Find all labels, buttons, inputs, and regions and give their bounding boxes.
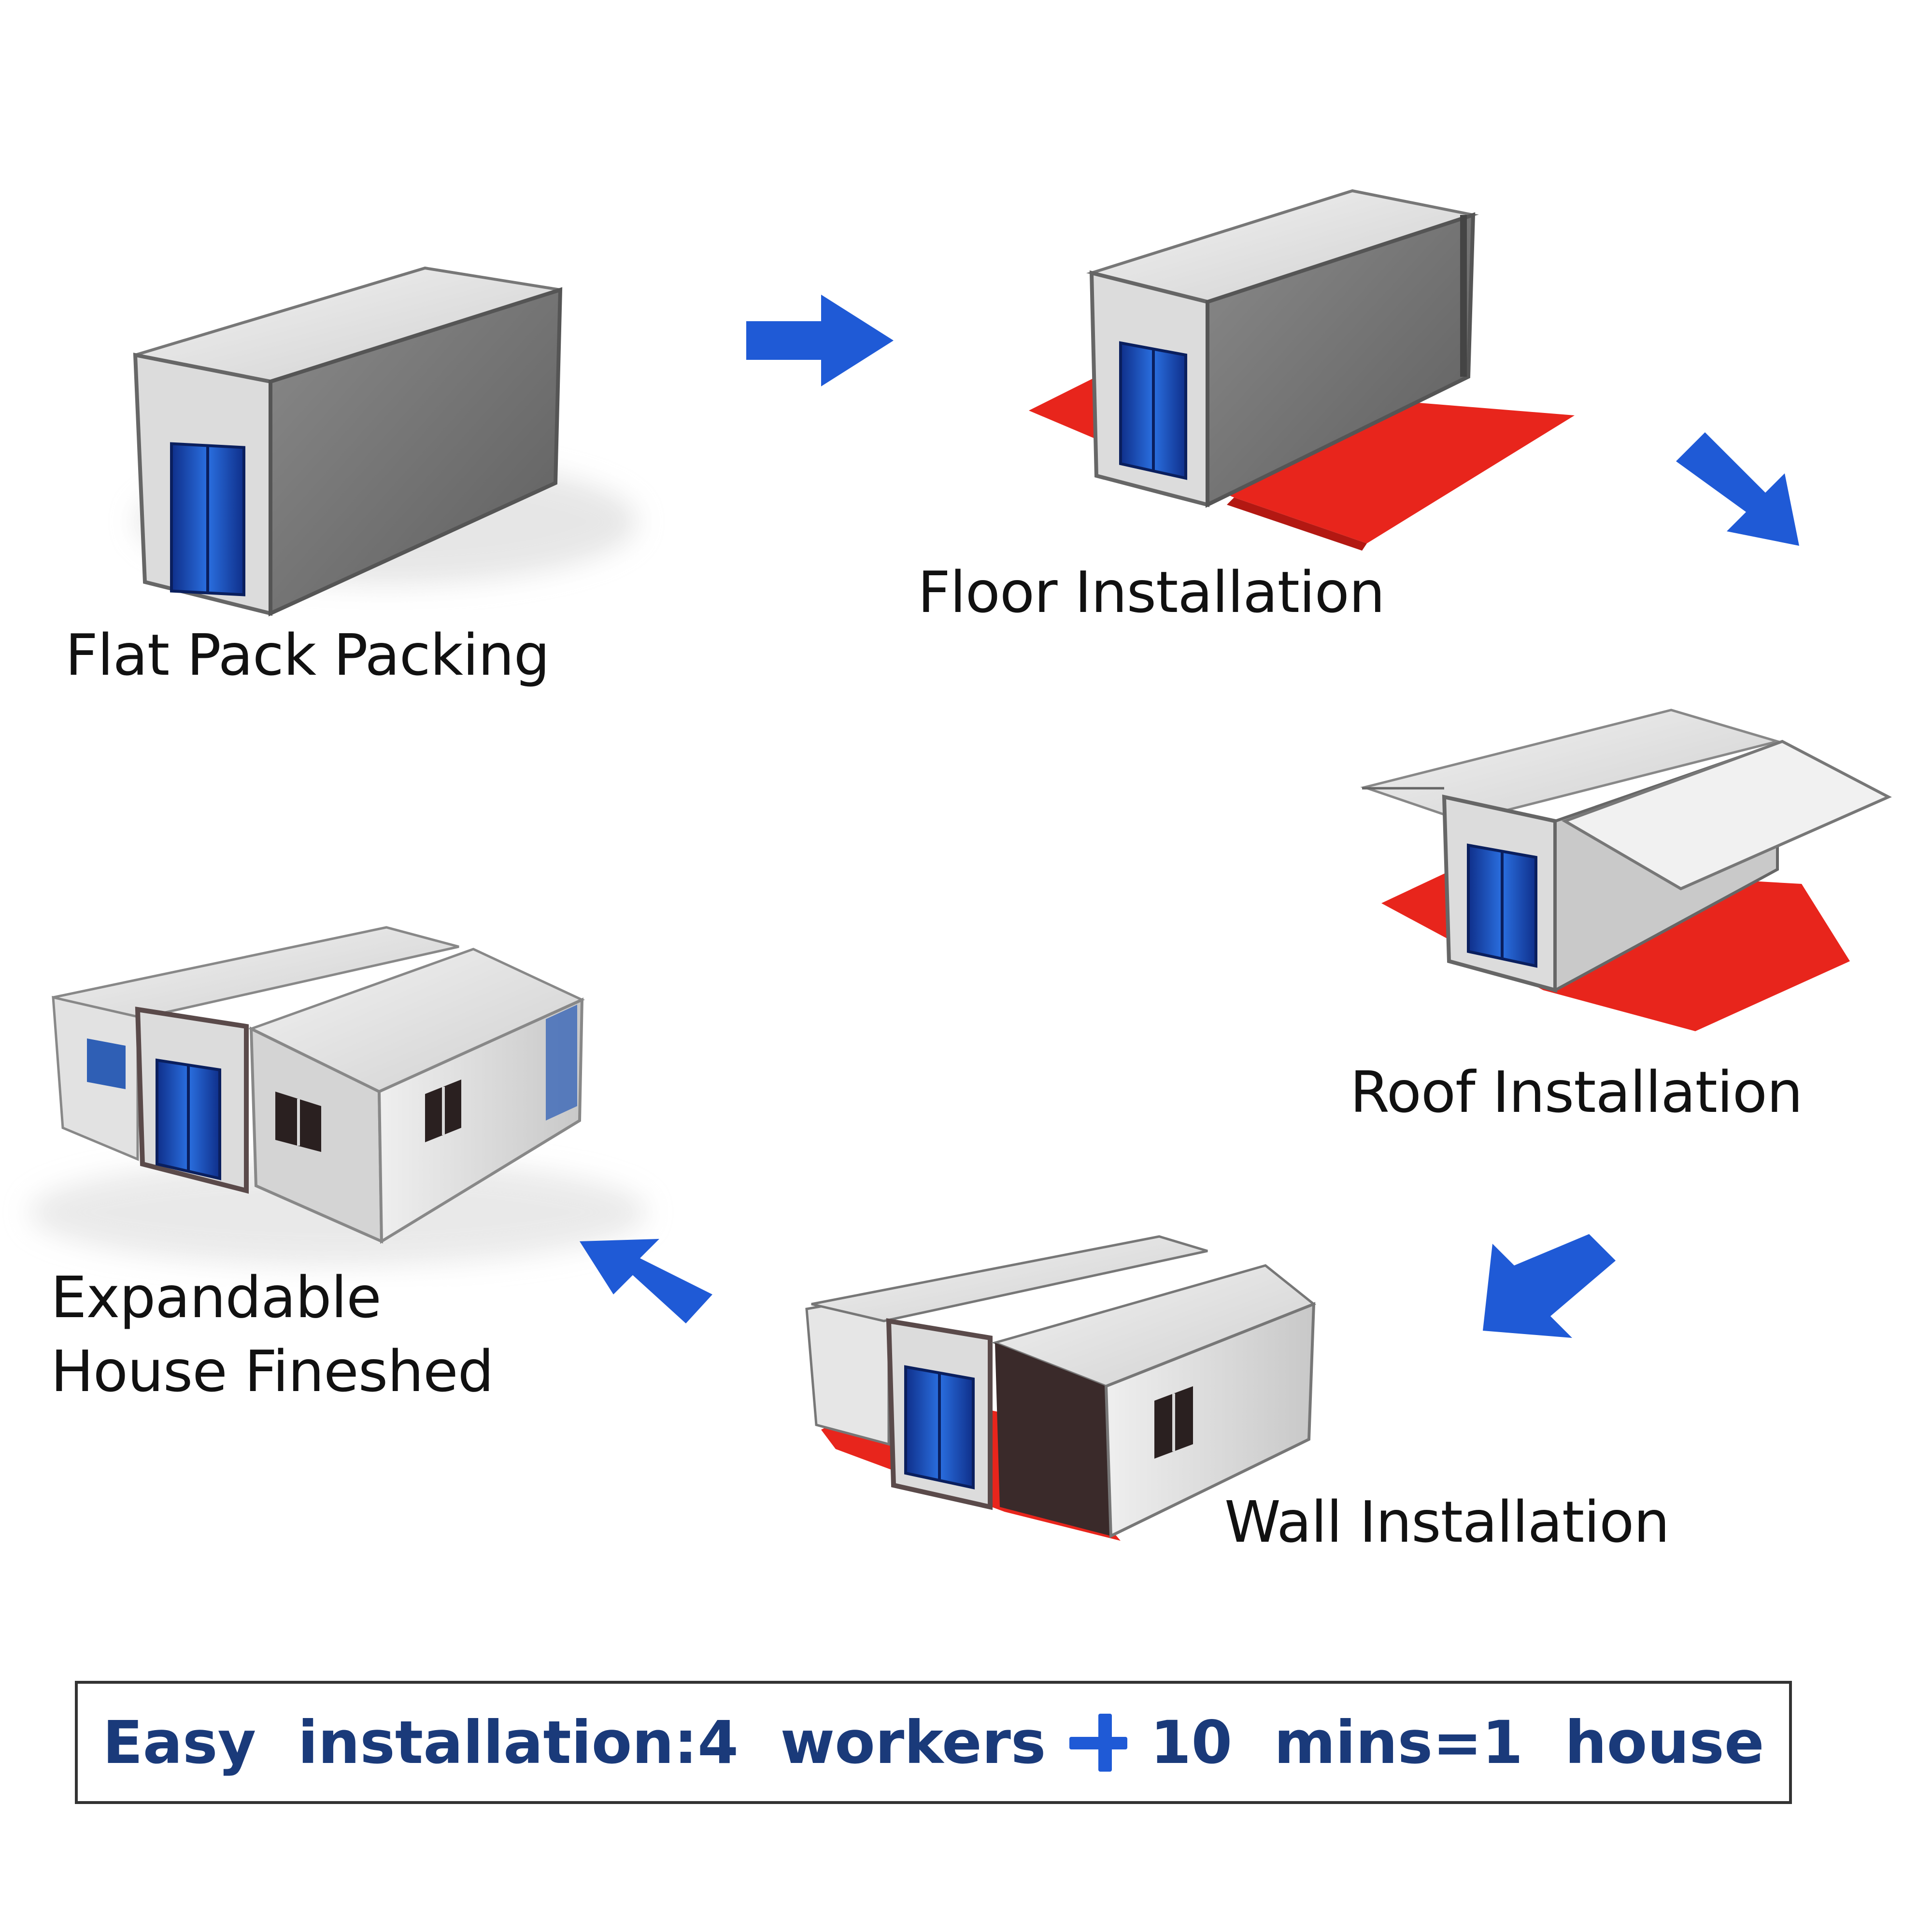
- arrow-right-icon: [746, 295, 894, 386]
- wall-installation-house: [805, 1235, 1316, 1541]
- finished-house: [29, 926, 647, 1265]
- step-label-finished-line2: House Fineshed: [51, 1338, 494, 1405]
- step-label-wall: Wall Installation: [1224, 1489, 1670, 1555]
- flat-pack-house: [133, 266, 638, 617]
- roof-installation-house: [1360, 709, 1892, 1031]
- summary-part2: 10 mins=1 house: [1150, 1708, 1764, 1777]
- summary-part1: Easy installation:4 workers: [102, 1708, 1046, 1777]
- arrow-up-left-icon: [580, 1239, 712, 1323]
- arrow-down-right-icon: [1676, 432, 1799, 546]
- step-label-flat-pack: Flat Pack Packing: [65, 622, 550, 688]
- arrow-down-left-icon: [1483, 1234, 1616, 1338]
- step-label-roof: Roof Installation: [1350, 1059, 1803, 1125]
- summary-box: Easy installation:4 workers 10 mins=1 ho…: [75, 1681, 1792, 1804]
- floor-installation-house: [1029, 189, 1575, 551]
- step-label-finished-line1: Expandable: [51, 1264, 382, 1331]
- step-label-finished: Expandable House Fineshed: [51, 1261, 494, 1409]
- plus-icon: [1069, 1713, 1127, 1772]
- step-label-floor: Floor Installation: [918, 559, 1385, 625]
- summary-line: Easy installation:4 workers 10 mins=1 ho…: [102, 1708, 1764, 1777]
